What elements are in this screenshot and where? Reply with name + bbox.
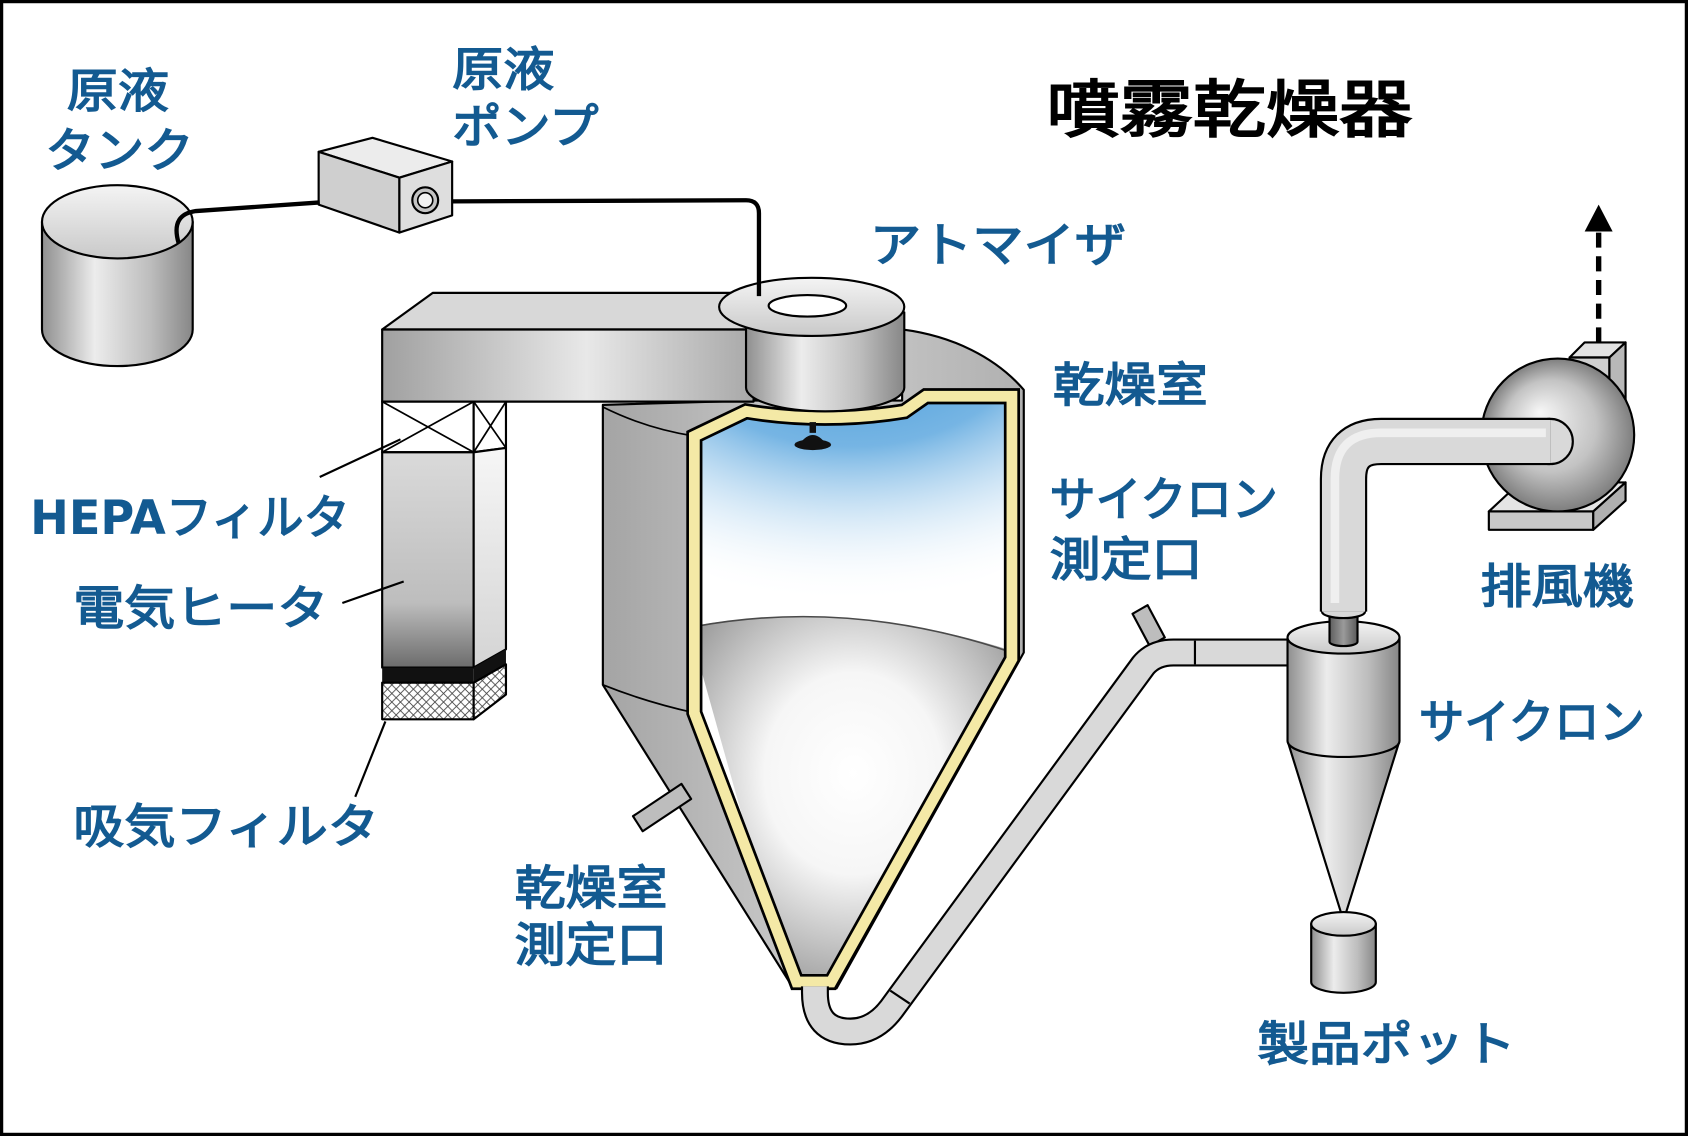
product-pot-label: 製品ポット (1257, 1018, 1515, 1073)
hepa-filter-label: HEPAフィルタ (30, 491, 350, 546)
stock-pump-label-line2: ポンプ (452, 100, 599, 155)
diagram-title: 噴霧乾燥器 (1046, 73, 1413, 146)
feed-line-to-atomizer (452, 198, 762, 297)
product-pot (1310, 910, 1377, 994)
spray-nozzle-icon (794, 422, 832, 451)
hepa-filter (381, 400, 508, 454)
feed-line (174, 200, 320, 244)
chamber-measuring-port (631, 782, 693, 833)
chamber-port-label-line1: 乾燥室 (515, 861, 668, 916)
stock-tank-label-line2: タンク (45, 124, 194, 179)
electric-heater-label: 電気ヒータ (73, 582, 328, 637)
spray-cloud (694, 396, 1012, 603)
exhaust-fan-label: 排風機 (1480, 560, 1634, 615)
electric-heater (381, 446, 508, 669)
chamber-lining (688, 390, 1018, 988)
cyclone-measuring-port (1131, 604, 1166, 648)
chamber-port-label-line2: 測定口 (515, 919, 668, 974)
stock-tank (40, 184, 194, 368)
heater-column (381, 400, 508, 721)
intake-filter-label: 吸気フィルタ (73, 800, 379, 855)
exhaust-pipe (1319, 417, 1574, 620)
air-duct (381, 291, 755, 403)
stock-tank-label-line1: 原液 (67, 65, 170, 120)
drying-chamber (601, 328, 1025, 991)
cyclone-port-label-line1: サイクロン (1050, 473, 1278, 528)
outlet-pipe (800, 638, 1292, 1046)
intake-leader-line (354, 721, 387, 798)
heater-leader-line (341, 580, 405, 605)
stock-pump-label-line1: 原液 (452, 43, 555, 98)
drying-chamber-label: 乾燥室 (1053, 359, 1208, 414)
cyclone-port-label-line2: 測定口 (1050, 533, 1203, 588)
hepa-leader-line (319, 438, 401, 478)
atomizer-label: アトマイザ (870, 219, 1126, 274)
stock-pump (317, 136, 454, 234)
exhaust-arrow-icon (1584, 204, 1613, 343)
atomizer (718, 276, 906, 413)
intake-filter (381, 663, 508, 721)
cyclone-label: サイクロン (1419, 696, 1645, 751)
